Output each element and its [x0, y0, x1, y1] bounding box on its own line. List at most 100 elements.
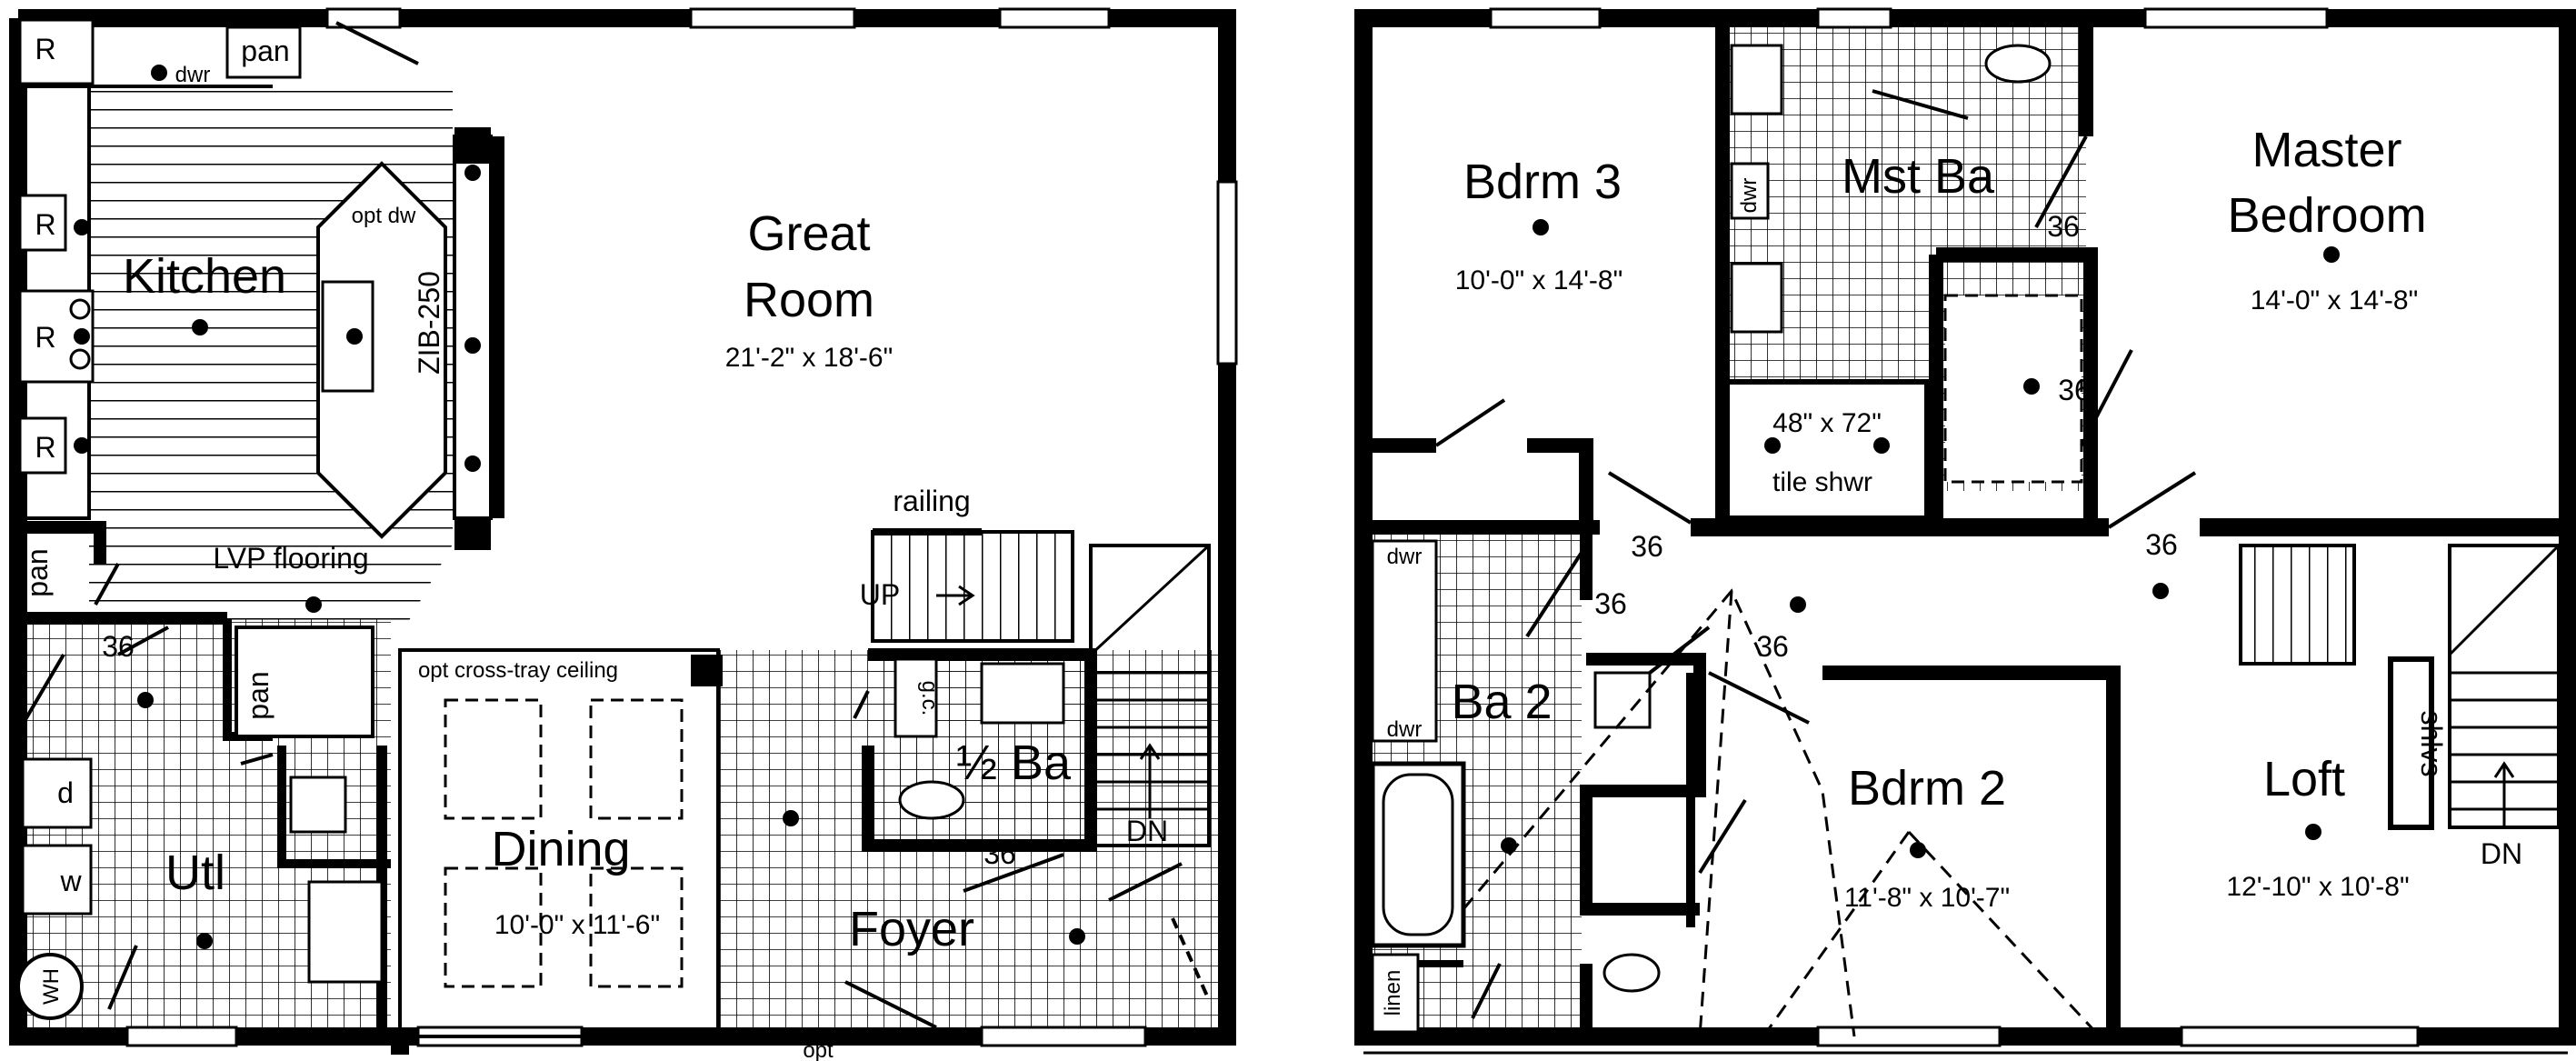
door-swings [16, 21, 1211, 1029]
kitchen-island [316, 161, 447, 539]
ba2-dwr-top: dwr [1387, 545, 1423, 569]
loft-label: Loft [2263, 752, 2345, 806]
bdrm2-dims: 11'-8" x 10'-7" [1844, 883, 2010, 913]
washer-label: w [59, 865, 82, 897]
room-center-dots [74, 65, 1085, 949]
door-36-label-b: 36 [983, 837, 1016, 870]
toilet [898, 780, 965, 820]
great-room-label-line1: Great [747, 206, 870, 261]
stair-arrows [936, 585, 1161, 818]
shelves-label: shlvs [2415, 711, 2448, 777]
fridge-1 [18, 194, 67, 252]
mst-vanity-1 [1730, 44, 1783, 115]
bathtub [1370, 761, 1466, 948]
column [454, 518, 491, 550]
opt-dw-label: opt dw [352, 204, 416, 228]
pantry-side-label: pan [21, 548, 54, 596]
pantry-top [225, 25, 302, 79]
master-label-line2: Bedroom [2227, 188, 2426, 243]
window [125, 1026, 238, 1047]
window [1816, 1026, 2002, 1047]
halfbath-walls [862, 648, 1097, 852]
lvp-flooring-label: LVP flooring [213, 542, 368, 575]
loft-stairs-down [2448, 544, 2561, 829]
stair-treads [1091, 671, 1209, 811]
window [998, 7, 1111, 29]
shower [1724, 379, 1930, 521]
utility-sink [289, 776, 347, 834]
gc-closet [894, 657, 938, 738]
great-room-label-line2: Room [744, 273, 874, 327]
dining-dims: 10'-0" x 11'-6" [494, 910, 660, 940]
utility-cabinet [307, 880, 384, 984]
master-dims: 14'-0" x 14'-8" [2251, 285, 2419, 315]
master-label-line1: Master [2252, 123, 2401, 177]
gc-label: g.c. [917, 681, 942, 716]
exterior-walls-first [9, 9, 1236, 1046]
door-36-mst: 36 [2047, 210, 2080, 243]
door-36-wic: 36 [2058, 374, 2091, 406]
door-36-label-a: 36 [102, 630, 135, 663]
window [2143, 7, 2329, 29]
ba2-dwr-bottom: dwr [1387, 717, 1423, 742]
loft-stair-arrow [2493, 761, 2515, 827]
railing-label: railing [893, 485, 970, 517]
window [689, 7, 856, 29]
fridge-label-1: R [35, 208, 55, 241]
interior-wall [18, 521, 106, 564]
foyer-label: Foyer [849, 902, 974, 956]
range-label: R [35, 33, 55, 65]
zib-label: ZIB-250 [413, 271, 445, 375]
dining-ceiling-note: opt cross-tray ceiling [418, 658, 618, 683]
dryer [21, 757, 93, 829]
great-room-dims: 21'-2" x 18'-6" [725, 343, 894, 373]
loft-stairs [2239, 544, 2356, 666]
kitchen-label: Kitchen [123, 249, 286, 304]
up-label: UP [860, 578, 900, 611]
mst-toilet [1984, 44, 2052, 84]
fireplace-wall [491, 136, 504, 518]
mst-bath-label: Mst Ba [1842, 149, 1995, 204]
pantry-top-label: pan [241, 35, 289, 67]
bath2-toilet [1603, 953, 1661, 993]
loft-stair-treads [2450, 671, 2559, 811]
dn-label: DN [1126, 815, 1168, 847]
vaulted-ceiling-outline [1462, 588, 2102, 1038]
door-36-hall1: 36 [1631, 530, 1663, 563]
dishwasher-label: dwr [175, 63, 211, 87]
mst-vanity-2 [1730, 262, 1783, 334]
utility-label: Utl [165, 846, 225, 900]
range-top [18, 18, 95, 85]
pantry-utl-closet [235, 626, 374, 738]
room-center-dots-second [1501, 219, 2340, 858]
door-36-hall3: 36 [1594, 587, 1627, 620]
column [691, 655, 723, 686]
window [2180, 1026, 2420, 1047]
door-36-hall2: 36 [2145, 528, 2178, 561]
water-heater-label: WH [39, 968, 64, 1005]
shelves [2388, 656, 2434, 830]
linen-closet [1371, 953, 1420, 1034]
mst-dwr-label: dwr [1737, 178, 1762, 214]
interior-wall [277, 746, 391, 868]
shower-label: tile shwr [1772, 467, 1872, 497]
window [1216, 180, 1238, 365]
loft-dims: 12'-10" x 10'-8" [2226, 872, 2409, 902]
bdrm2-label: Bdrm 2 [1848, 761, 2006, 816]
column [391, 1027, 409, 1055]
window [1489, 7, 1602, 29]
door-swings-second [1434, 89, 2197, 1019]
second-floor: Bdrm 3 10'-0" x 14'-8" dwr Mst Ba 36 Mas… [1354, 7, 2576, 1047]
ba2-label: Ba 2 [1451, 675, 1552, 729]
dining-tray-outline [398, 648, 720, 1038]
bath2-vanity [1371, 539, 1438, 743]
linen-label: linen [1381, 970, 1405, 1016]
fridge-label-3: R [35, 431, 55, 464]
loft-dn-label: DN [2481, 837, 2522, 870]
master-wic [1943, 294, 2083, 484]
window [980, 1026, 1147, 1047]
halfbath-vanity [980, 662, 1065, 725]
fridge-label-2: R [35, 321, 55, 354]
interior-walls-second [1363, 18, 2568, 1036]
